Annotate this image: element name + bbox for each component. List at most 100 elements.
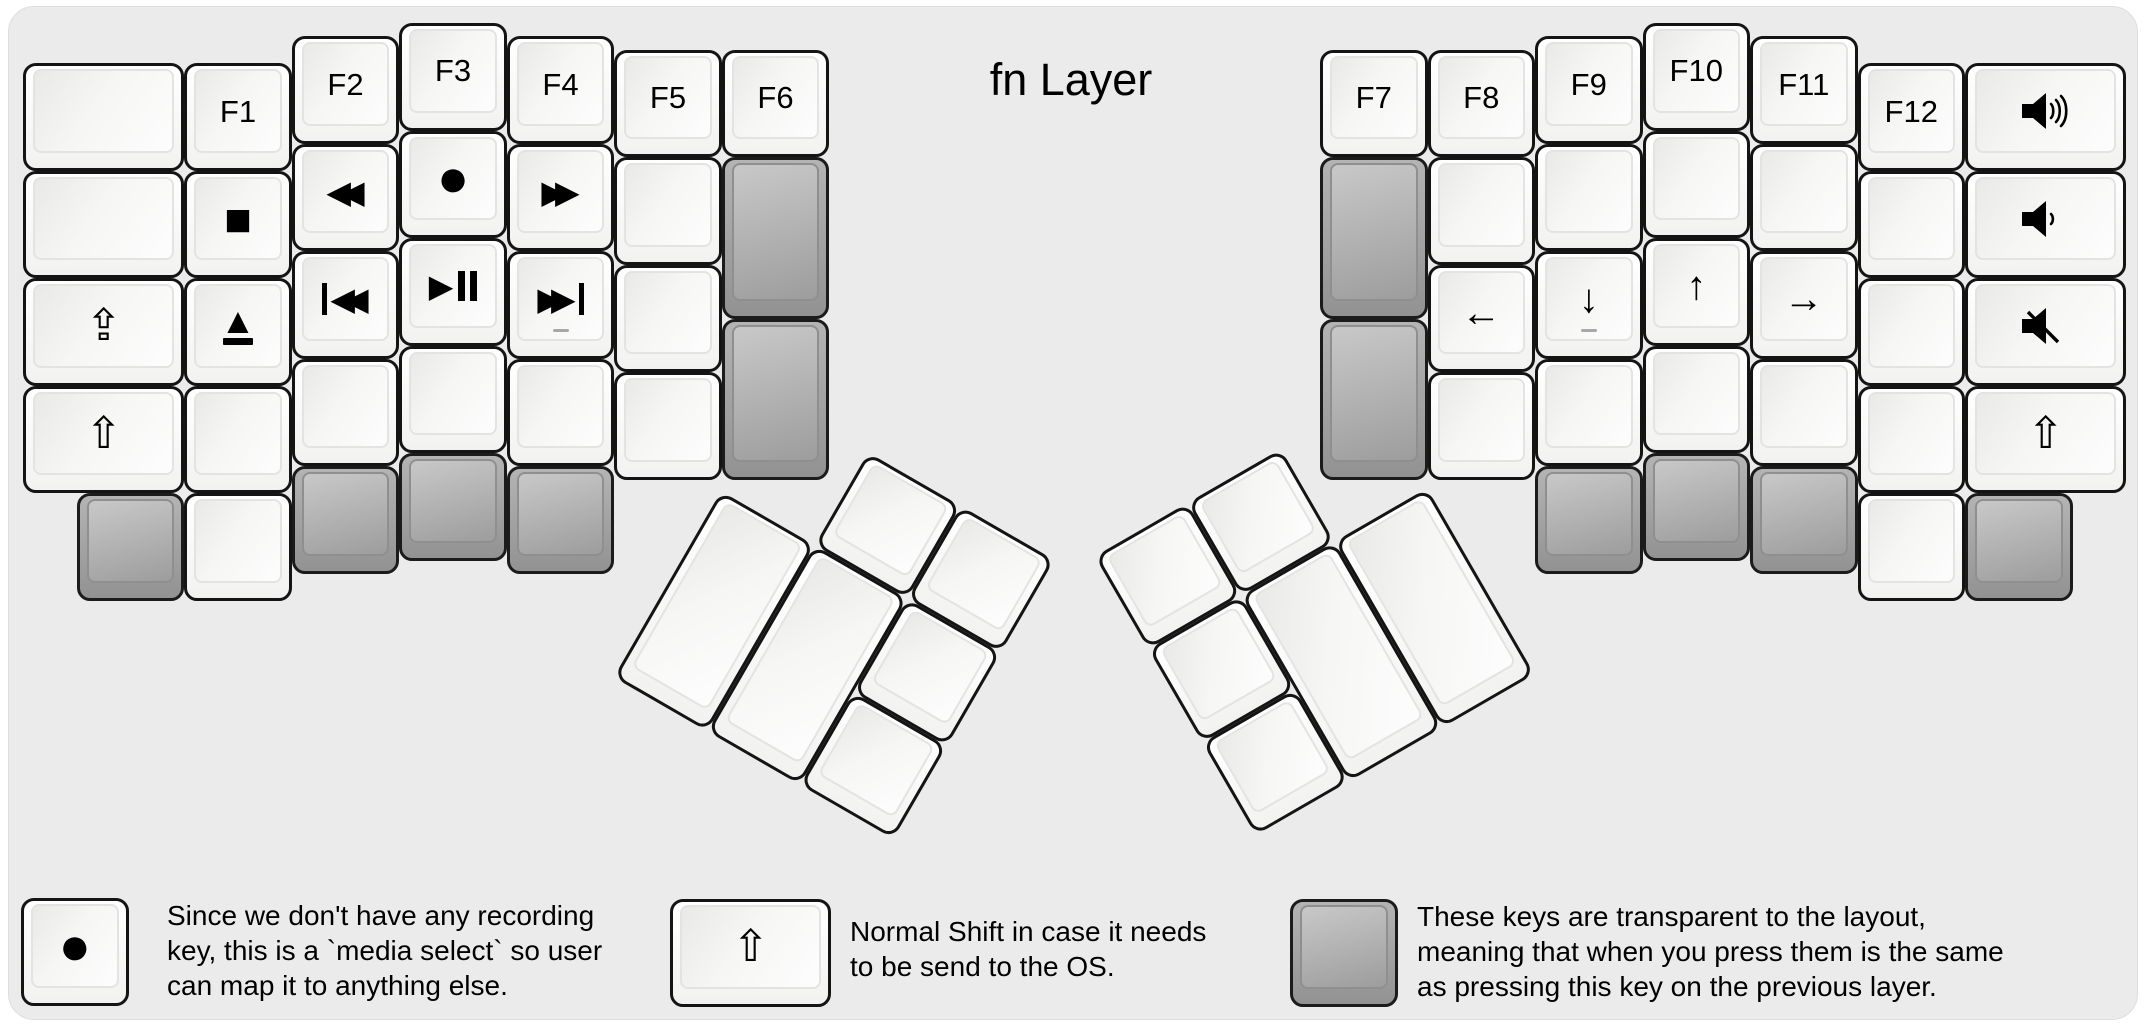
keycap-top xyxy=(86,499,175,583)
key-f1[interactable]: F1 xyxy=(184,63,292,171)
key-label: F2 xyxy=(327,66,364,102)
keycap-top: F11 xyxy=(1760,42,1848,126)
key-transparent[interactable] xyxy=(721,318,830,480)
keycap-top: ▶ xyxy=(409,244,497,328)
key-blank[interactable] xyxy=(1857,278,1965,386)
keycap-top: ⇪ xyxy=(33,284,175,368)
key-blank[interactable] xyxy=(1535,143,1643,252)
keycap-top xyxy=(194,499,282,583)
key-blank[interactable] xyxy=(1750,358,1858,467)
key-blank[interactable] xyxy=(1857,493,1965,601)
key-shift-right[interactable]: ⇧ xyxy=(1965,385,2127,494)
key-f8[interactable]: F8 xyxy=(1427,49,1535,158)
key-f9[interactable]: F9 xyxy=(1535,36,1643,144)
key-stop[interactable]: ■ xyxy=(184,170,292,279)
key-blank[interactable] xyxy=(1642,345,1750,453)
key-blank[interactable] xyxy=(1857,170,1965,279)
key-transparent[interactable] xyxy=(1750,466,1858,574)
voldown-icon: .a{fill:none;stroke:#000;stroke-width:2.… xyxy=(2020,200,2072,238)
key-blank[interactable] xyxy=(184,493,292,601)
homing-bar-icon xyxy=(552,328,569,332)
key-blank[interactable] xyxy=(1857,385,1965,494)
key-transparent[interactable] xyxy=(1320,157,1428,319)
page-title: fn Layer xyxy=(989,54,1153,105)
keycap-top: ■ xyxy=(194,176,282,261)
keycap-top xyxy=(624,378,712,462)
keycap-top: .a{fill:none;stroke:#000;stroke-width:2.… xyxy=(1975,176,2117,261)
key-fast-forward[interactable]: ▶▶ xyxy=(506,143,615,252)
key-next-track[interactable]: ▶▶ xyxy=(506,251,615,359)
keycap-top xyxy=(409,351,497,435)
key-transparent[interactable] xyxy=(399,453,507,561)
keycap-top xyxy=(1545,364,1633,449)
key-blank[interactable] xyxy=(23,170,185,279)
key-f12[interactable]: F12 xyxy=(1857,63,1965,171)
key-transparent[interactable] xyxy=(721,157,830,319)
key-mute[interactable]: .a{fill:none;stroke:#000;stroke-width:2.… xyxy=(1965,278,2127,386)
legend-transparent-text: These keys are transparent to the layout… xyxy=(1417,901,2004,1002)
keycap-top xyxy=(1975,499,2063,583)
keycap-top xyxy=(516,364,605,449)
keycap-top xyxy=(624,163,712,247)
down-icon: ↓ xyxy=(1578,277,1599,322)
key-f6[interactable]: F6 xyxy=(721,49,830,158)
key-transparent[interactable] xyxy=(1320,318,1428,480)
key-blank[interactable] xyxy=(506,358,615,467)
key-f10[interactable]: F10 xyxy=(1642,23,1750,131)
key-f11[interactable]: F11 xyxy=(1750,36,1858,144)
key-arrow-left[interactable]: ← xyxy=(1427,264,1535,373)
rewind-icon: ◀◀ xyxy=(326,173,365,210)
key-transparent[interactable] xyxy=(1965,493,2073,601)
legend-transparent-keyslot xyxy=(1287,896,1398,1007)
keycap-top: ▶▶ xyxy=(516,257,605,341)
playpause-icon: ▶ xyxy=(429,270,478,302)
legend-record-keyslot: ● xyxy=(18,895,129,1006)
key-eject[interactable]: ▲ xyxy=(184,278,292,386)
key-blank[interactable] xyxy=(614,264,722,373)
key-prev-track[interactable]: ◀◀ xyxy=(291,251,400,359)
key-blank[interactable] xyxy=(1642,130,1750,238)
key-blank[interactable] xyxy=(291,358,400,467)
key-shift-left[interactable]: ⇧ xyxy=(23,385,185,494)
key-arrow-right[interactable]: → xyxy=(1750,251,1858,359)
key-play-pause[interactable]: ▶ xyxy=(399,238,507,346)
key-label: F10 xyxy=(1669,53,1723,89)
record-key-icon: ● xyxy=(21,898,129,1006)
key-record[interactable]: ● xyxy=(399,130,507,238)
key-f4[interactable]: F4 xyxy=(506,36,615,144)
key-volume-up[interactable]: .a{fill:none;stroke:#000;stroke-width:2.… xyxy=(1965,63,2127,171)
key-blank[interactable] xyxy=(614,157,722,265)
key-f3[interactable]: F3 xyxy=(399,23,507,131)
key-blank[interactable] xyxy=(614,372,722,480)
key-arrow-down[interactable]: ↓ xyxy=(1535,251,1643,359)
keycap-top xyxy=(301,472,390,556)
key-transparent[interactable] xyxy=(506,466,615,574)
keycap-top: F5 xyxy=(624,55,712,140)
key-blank[interactable] xyxy=(23,63,185,171)
keycap-top: F4 xyxy=(516,42,605,126)
keycap-top xyxy=(1437,163,1525,247)
key-transparent[interactable] xyxy=(291,466,400,574)
key-blank[interactable] xyxy=(1750,143,1858,252)
key-blank[interactable] xyxy=(1535,358,1643,467)
key-transparent[interactable] xyxy=(1642,453,1750,561)
keycap-top: F1 xyxy=(194,69,282,153)
key-shift-lock[interactable]: ⇪ xyxy=(23,278,185,386)
key-volume-down[interactable]: .a{fill:none;stroke:#000;stroke-width:2.… xyxy=(1965,170,2127,279)
key-f2[interactable]: F2 xyxy=(291,36,400,144)
key-blank[interactable] xyxy=(1427,157,1535,265)
ffwd-icon: ▶▶ xyxy=(541,173,580,210)
keycap-top: ▶▶ xyxy=(516,149,605,234)
key-f5[interactable]: F5 xyxy=(614,49,722,158)
key-arrow-up[interactable]: ↑ xyxy=(1642,238,1750,346)
right-icon: → xyxy=(1783,277,1824,322)
key-blank[interactable] xyxy=(399,345,507,453)
key-blank[interactable] xyxy=(184,385,292,494)
key-transparent[interactable] xyxy=(1535,466,1643,574)
keycap-top: ⇧ xyxy=(33,391,175,476)
key-rewind[interactable]: ◀◀ xyxy=(291,143,400,252)
key-blank[interactable] xyxy=(1427,372,1535,480)
keycap-top: ⇧ xyxy=(680,905,822,989)
key-transparent[interactable] xyxy=(76,493,185,601)
key-f7[interactable]: F7 xyxy=(1320,49,1428,158)
